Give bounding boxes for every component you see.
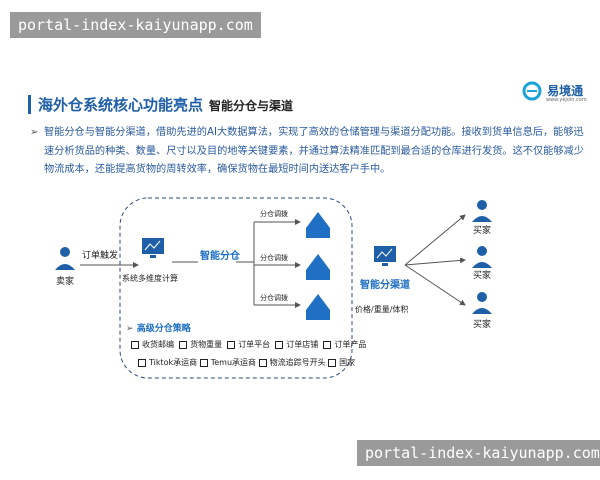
transfer-label: 分仓调拨	[260, 210, 288, 218]
strategy-item: Tiktok承运商	[138, 358, 197, 367]
system-label: 系统多维度计算	[122, 274, 178, 283]
strategy-title: ➢ 高级分仓策略	[126, 324, 191, 334]
page-subtitle: 智能分仓与渠道	[209, 99, 294, 113]
warehouse-group-border	[119, 197, 353, 379]
logo-url: www.yejoin.com	[546, 96, 587, 103]
bullet-arrow-icon: ➢	[30, 127, 39, 138]
watermark-top: portal-index-kaiyunapp.com	[10, 12, 261, 38]
strategy-title-text: 高级分仓策略	[136, 324, 191, 334]
intro-text: 智能分仓与智能分渠道，借助先进的AI大数据算法，实现了高效的仓储管理与渠道分配功…	[44, 127, 584, 175]
monitor-icon	[374, 246, 396, 266]
trigger-label: 订单触发	[82, 251, 119, 261]
buyer-label: 买家	[473, 271, 492, 281]
page-title: 海外仓系统核心功能亮点智能分仓与渠道	[38, 94, 293, 115]
seller-icon	[60, 247, 70, 257]
logo-text: 易境通	[547, 84, 584, 98]
strategy-item: 订单店铺	[275, 340, 318, 349]
logo: 易境通 www.yejoin.com	[522, 80, 587, 103]
title-text: 海外仓系统核心功能亮点	[38, 96, 204, 114]
title-bar	[28, 95, 31, 114]
buyer-icon	[477, 200, 487, 210]
strategy-item: 收货邮编	[131, 340, 174, 349]
buyer-label: 买家	[473, 320, 492, 330]
strategy-item: 货物重量	[179, 340, 222, 349]
strategy-item: Temu承运商	[199, 358, 256, 367]
warehouse-icon	[306, 212, 330, 238]
smart-warehouse-label: 智能分仓	[200, 251, 240, 262]
buyer-icon	[477, 292, 487, 302]
strategy-row-2: Tiktok承运商 Temu承运商 物流追踪号开头 国家	[138, 357, 355, 368]
seller-label: 卖家	[56, 277, 75, 287]
logo-icon	[522, 81, 542, 100]
strategy-row-1: 收货邮编 货物重量 订单平台 订单店铺 订单产品	[131, 339, 366, 350]
monitor-icon	[142, 238, 164, 258]
strategy-item: 国家	[328, 358, 355, 367]
transfer-label: 分仓调拨	[260, 254, 288, 262]
warehouse-icon	[306, 294, 330, 320]
warehouse-icons	[306, 212, 330, 320]
buyer-label: 买家	[473, 226, 492, 236]
transfer-label: 分仓调拨	[260, 294, 288, 302]
channel-factors-label: 价格/重量/体积	[355, 305, 409, 314]
strategy-item: 订单产品	[323, 340, 366, 349]
warehouse-icon	[306, 254, 330, 280]
strategy-item: 物流追踪号开头	[258, 358, 326, 367]
watermark-bottom: portal-index-kaiyunapp.com	[357, 440, 600, 466]
buyer-icon	[477, 246, 487, 256]
smart-channel-label: 智能分渠道	[360, 280, 410, 291]
intro-paragraph: ➢ 智能分仓与智能分渠道，借助先进的AI大数据算法，实现了高效的仓储管理与渠道分配…	[30, 124, 590, 180]
strategy-item: 订单平台	[227, 340, 270, 349]
